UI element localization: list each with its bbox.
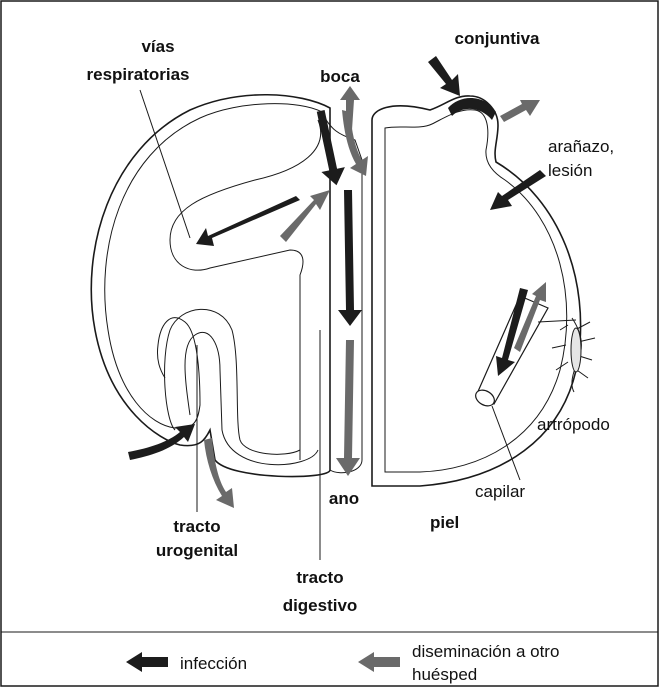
dissemination-arrow-mouth-down bbox=[342, 110, 368, 176]
dissemination-arrow-conjunctiva bbox=[500, 100, 540, 122]
label-tracto-digestivo-1: tracto bbox=[296, 568, 343, 587]
label-capilar: capilar bbox=[475, 482, 525, 501]
label-conjuntiva: conjuntiva bbox=[454, 29, 540, 48]
label-piel: piel bbox=[430, 513, 459, 532]
legend-dissemination-arrow bbox=[358, 652, 400, 672]
legend-infection-arrow bbox=[126, 652, 168, 672]
infection-arrow-conjunctiva bbox=[428, 56, 460, 96]
label-ano: ano bbox=[329, 489, 359, 508]
legend: infección diseminación a otro huésped bbox=[126, 642, 559, 684]
label-aranazo: arañazo, bbox=[548, 137, 614, 156]
left-body-outer-outline bbox=[91, 95, 330, 477]
label-vias: vías bbox=[141, 37, 174, 56]
legend-dissemination-label-2: huésped bbox=[412, 665, 477, 684]
infection-arrow-digestive bbox=[338, 190, 362, 326]
label-boca: boca bbox=[320, 67, 360, 86]
label-lesion: lesión bbox=[548, 161, 592, 180]
label-tracto-urogenital-2: urogenital bbox=[156, 541, 238, 560]
label-tracto-digestivo-2: digestivo bbox=[283, 596, 358, 615]
legend-infection-label: infección bbox=[180, 654, 247, 673]
label-tracto-urogenital-1: tracto bbox=[173, 517, 220, 536]
dissemination-arrow-digestive bbox=[336, 340, 360, 476]
label-artropodo: artrópodo bbox=[537, 415, 610, 434]
legend-dissemination-label-1: diseminación a otro bbox=[412, 642, 559, 661]
label-respiratorias: respiratorias bbox=[87, 65, 190, 84]
